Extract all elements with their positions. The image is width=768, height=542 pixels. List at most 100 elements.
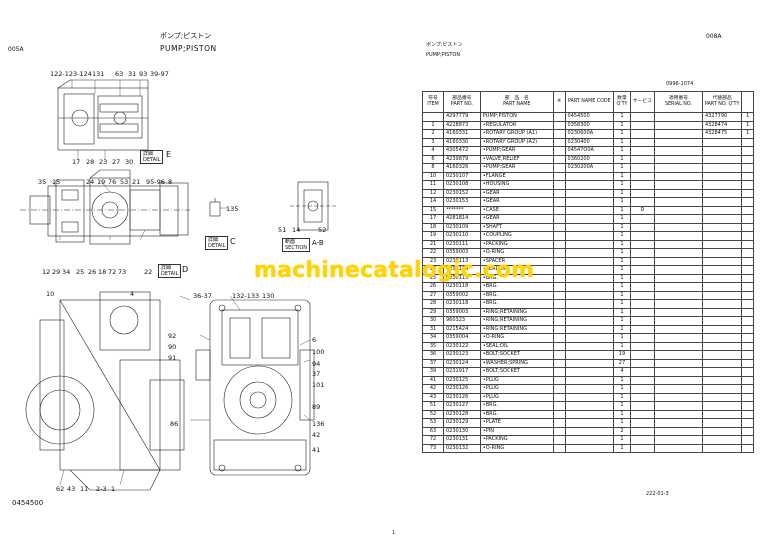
cell-code bbox=[564, 171, 615, 181]
cell-rq bbox=[741, 282, 754, 292]
col-code: PART NAME CODE bbox=[564, 91, 615, 113]
cell-code bbox=[564, 367, 615, 377]
callout-label: 10 bbox=[46, 290, 55, 298]
cell-mark bbox=[552, 324, 566, 334]
cell-code: 0230400 bbox=[564, 137, 615, 147]
cell-code bbox=[564, 265, 615, 275]
cell-code bbox=[564, 273, 615, 283]
cell-item: 29 bbox=[422, 307, 444, 317]
callout-label: 1 bbox=[111, 485, 116, 493]
cell-svc bbox=[629, 146, 656, 156]
cell-rq bbox=[741, 239, 754, 249]
cell-rq bbox=[741, 180, 754, 190]
cell-qty: 1 bbox=[613, 120, 631, 130]
cell-rq bbox=[741, 265, 754, 275]
cell-part: 0359003 bbox=[443, 248, 481, 258]
cell-name: •BRG. bbox=[479, 282, 554, 292]
cell-item: 27 bbox=[422, 290, 444, 300]
cell-rq bbox=[741, 231, 754, 241]
cell-rq bbox=[741, 375, 754, 385]
cell-rp bbox=[701, 231, 743, 241]
cell-qty: 1 bbox=[613, 129, 631, 139]
cell-item: 3 bbox=[422, 137, 444, 147]
cell-part: 0230130 bbox=[443, 426, 481, 436]
cell-mark bbox=[552, 231, 566, 241]
cell-rp bbox=[701, 205, 743, 215]
callout-label: 72 bbox=[108, 268, 117, 276]
cell-rq bbox=[741, 154, 754, 164]
cell-serial bbox=[654, 171, 703, 181]
cell-mark bbox=[552, 129, 566, 139]
cell-serial bbox=[654, 375, 703, 385]
cell-mark bbox=[552, 384, 566, 394]
cell-item: 30 bbox=[422, 316, 444, 326]
cell-rp bbox=[701, 341, 743, 351]
cell-serial bbox=[654, 146, 703, 156]
cell-svc bbox=[629, 188, 656, 198]
cell-svc bbox=[629, 384, 656, 394]
cell-part: 0230132 bbox=[443, 443, 481, 453]
cell-code bbox=[564, 418, 615, 428]
cell-name: •VALVE;RELIEF bbox=[479, 154, 554, 164]
cell-mark bbox=[552, 112, 566, 122]
cell-mark bbox=[552, 180, 566, 190]
cell-code bbox=[564, 358, 615, 368]
cell-part: 0230111 bbox=[443, 239, 481, 249]
cell-rq: 1 bbox=[741, 120, 754, 130]
cell-part: 0230108 bbox=[443, 180, 481, 190]
cell-part: 0230110 bbox=[443, 231, 481, 241]
cell-code bbox=[564, 282, 615, 292]
cell-svc bbox=[629, 273, 656, 283]
callout-label: 17 bbox=[72, 158, 81, 166]
cell-code: 04547O0A bbox=[564, 146, 615, 156]
cell-qty: 1 bbox=[613, 256, 631, 266]
cell-mark bbox=[552, 222, 566, 232]
cell-serial bbox=[654, 324, 703, 334]
left-title-jp: ポンプ;ピストン bbox=[160, 32, 212, 40]
cell-part: 0230125 bbox=[443, 375, 481, 385]
callout-label: 42 bbox=[312, 431, 321, 439]
cell-svc bbox=[629, 265, 656, 275]
cell-serial bbox=[654, 129, 703, 139]
cell-name: •BRG. bbox=[479, 409, 554, 419]
cell-mark bbox=[552, 197, 566, 207]
cell-name: •GEAR bbox=[479, 214, 554, 224]
cell-name: •GEAR bbox=[479, 188, 554, 198]
callout-label: 18 bbox=[98, 268, 107, 276]
cell-name: •PLUG bbox=[479, 384, 554, 394]
cell-rp bbox=[701, 154, 743, 164]
cell-mark bbox=[552, 256, 566, 266]
cell-serial bbox=[654, 120, 703, 130]
illustration-page: 005A ポンプ;ピストン PUMP;PISTON bbox=[8, 32, 336, 507]
cell-part: 0230118 bbox=[443, 282, 481, 292]
cell-part: 0230122 bbox=[443, 341, 481, 351]
cell-qty: 1 bbox=[613, 316, 631, 326]
cell-mark bbox=[552, 426, 566, 436]
cell-rq bbox=[741, 137, 754, 147]
right-page-code: 008A bbox=[706, 33, 722, 40]
cell-svc bbox=[629, 197, 656, 207]
cell-svc: D bbox=[629, 205, 656, 215]
callout-label: 39-97 bbox=[150, 70, 169, 78]
cell-name: •HOUSING bbox=[479, 180, 554, 190]
cell-rq bbox=[741, 222, 754, 232]
cell-qty: 19 bbox=[613, 350, 631, 360]
cell-rp bbox=[701, 307, 743, 317]
cell-rq bbox=[741, 341, 754, 351]
cell-rp bbox=[701, 409, 743, 419]
callout-label: 2-3 bbox=[96, 485, 107, 493]
cell-svc bbox=[629, 435, 656, 445]
cell-mark bbox=[552, 375, 566, 385]
exploded-view-drawing bbox=[20, 79, 336, 491]
cell-part: 4160331 bbox=[443, 129, 481, 139]
right-title-jp: ポンプ;ピストン bbox=[426, 42, 463, 48]
cell-code bbox=[564, 401, 615, 411]
